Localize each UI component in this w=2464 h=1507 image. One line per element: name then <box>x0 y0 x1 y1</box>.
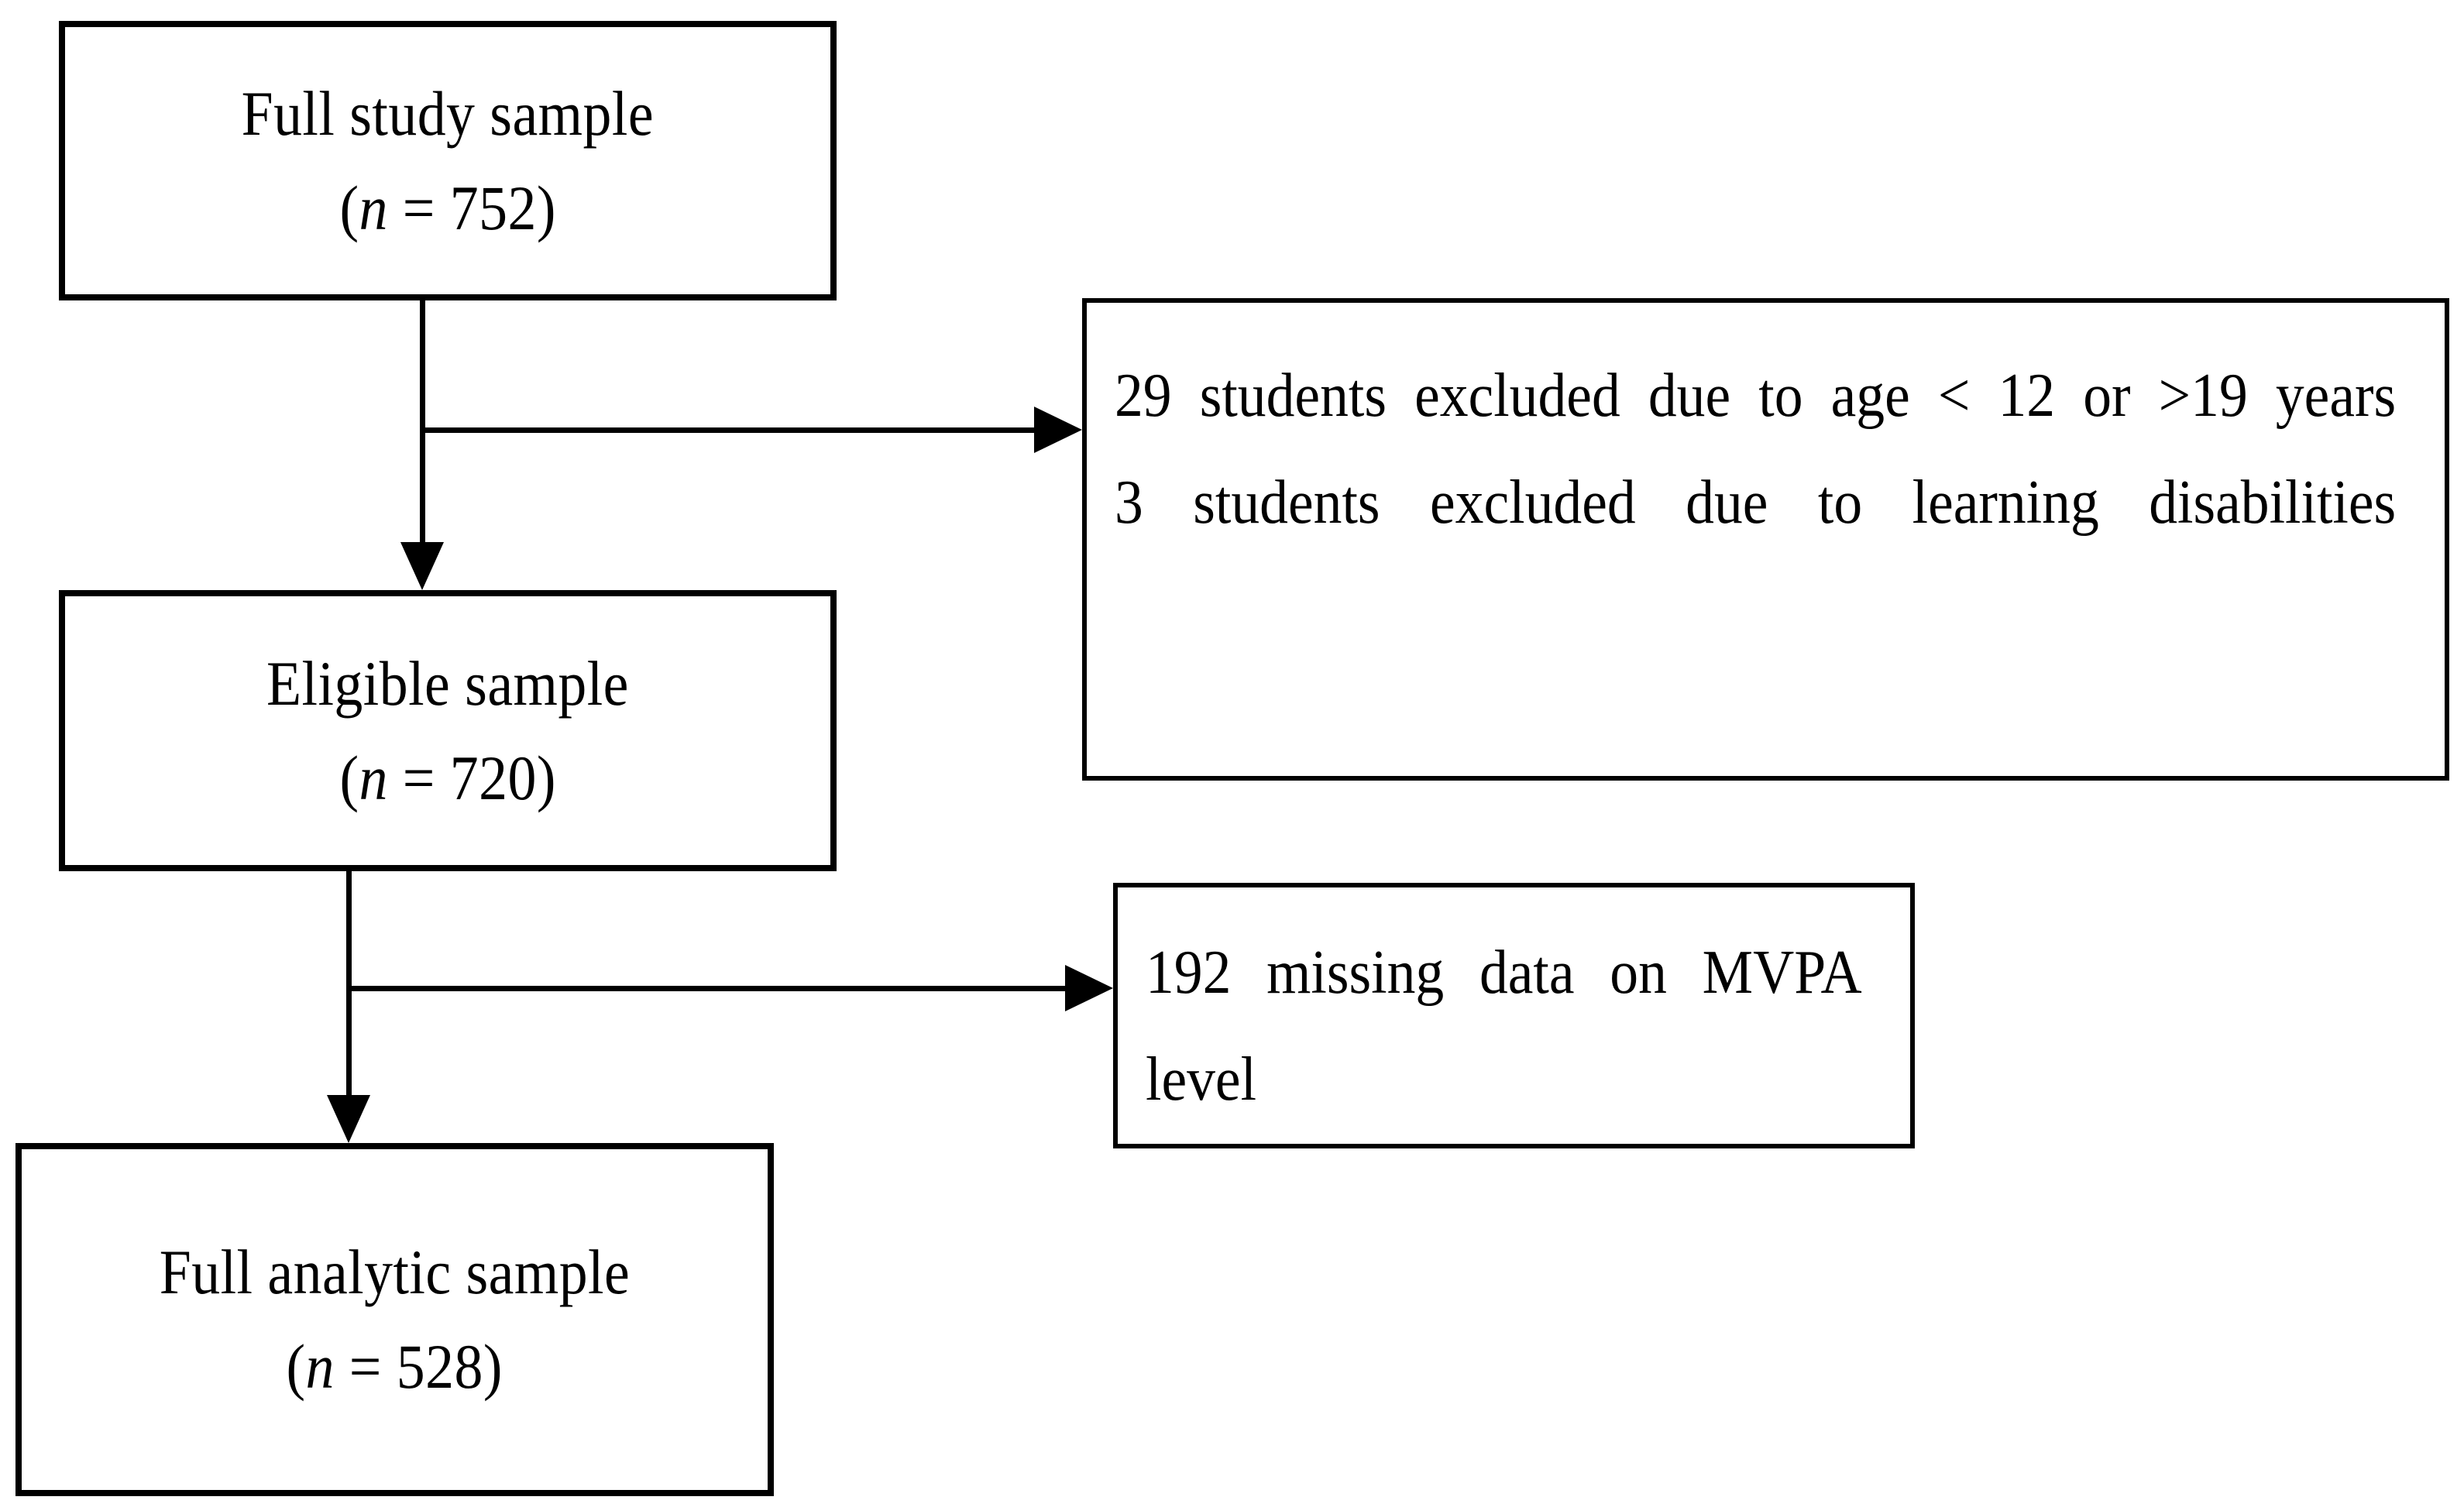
paren-close: ) <box>483 1331 503 1402</box>
paren-close: ) <box>536 172 556 243</box>
connector-full-study-to-eligible-stem <box>420 300 425 544</box>
note-line-age-exclusion: 29 students excluded due to age < 12 or … <box>1115 362 2397 430</box>
equals-sign: = <box>387 172 450 243</box>
n-symbol: n <box>305 1331 335 1402</box>
connector-eligible-to-analytic-arrowhead <box>327 1095 370 1143</box>
count-value: 528 <box>397 1331 484 1402</box>
note-line-missing-mvpa: 192 missing data on MVPA level <box>1146 939 1862 1114</box>
node-eligible-sample: Eligible sample (n = 720) <box>59 590 837 871</box>
note-age-and-learning-exclusions: 29 students excluded due to age < 12 or … <box>1082 298 2449 781</box>
paren-open: ( <box>339 742 359 813</box>
paren-close: ) <box>536 742 556 813</box>
paren-open: ( <box>286 1331 306 1402</box>
node-full-analytic-sample: Full analytic sample (n = 528) <box>15 1143 774 1496</box>
connector-full-study-to-age-exclusions-stem <box>420 427 1036 433</box>
equals-sign: = <box>387 742 450 813</box>
equals-sign: = <box>335 1331 397 1402</box>
node-full-analytic-sample-title: Full analytic sample <box>159 1237 631 1308</box>
connector-eligible-to-analytic-stem <box>346 871 352 1097</box>
note-missing-mvpa: 192 missing data on MVPA level <box>1113 883 1915 1148</box>
n-symbol: n <box>359 172 388 243</box>
n-symbol: n <box>359 742 388 813</box>
node-eligible-sample-title: Eligible sample <box>266 647 629 719</box>
connector-eligible-to-missing-mvpa-arrowhead <box>1065 965 1113 1011</box>
node-full-analytic-sample-count: (n = 528) <box>287 1331 503 1402</box>
node-full-study-sample-count: (n = 752) <box>339 173 555 244</box>
count-value: 720 <box>449 742 537 813</box>
node-eligible-sample-count: (n = 720) <box>339 743 555 814</box>
paren-open: ( <box>339 172 359 243</box>
node-full-study-sample: Full study sample (n = 752) <box>59 21 837 300</box>
count-value: 752 <box>449 172 537 243</box>
note-age-and-learning-exclusions-body: 29 students excluded due to age < 12 or … <box>1115 343 2397 556</box>
connector-full-study-to-eligible-arrowhead <box>400 542 444 590</box>
node-full-study-sample-title: Full study sample <box>241 77 655 149</box>
connector-full-study-to-age-exclusions-arrowhead <box>1034 407 1082 453</box>
note-missing-mvpa-body: 192 missing data on MVPA level <box>1146 920 1862 1133</box>
connector-eligible-to-missing-mvpa-stem <box>346 986 1067 991</box>
note-line-learning-disability-exclusion: 3 students excluded due to learning disa… <box>1115 468 2397 537</box>
